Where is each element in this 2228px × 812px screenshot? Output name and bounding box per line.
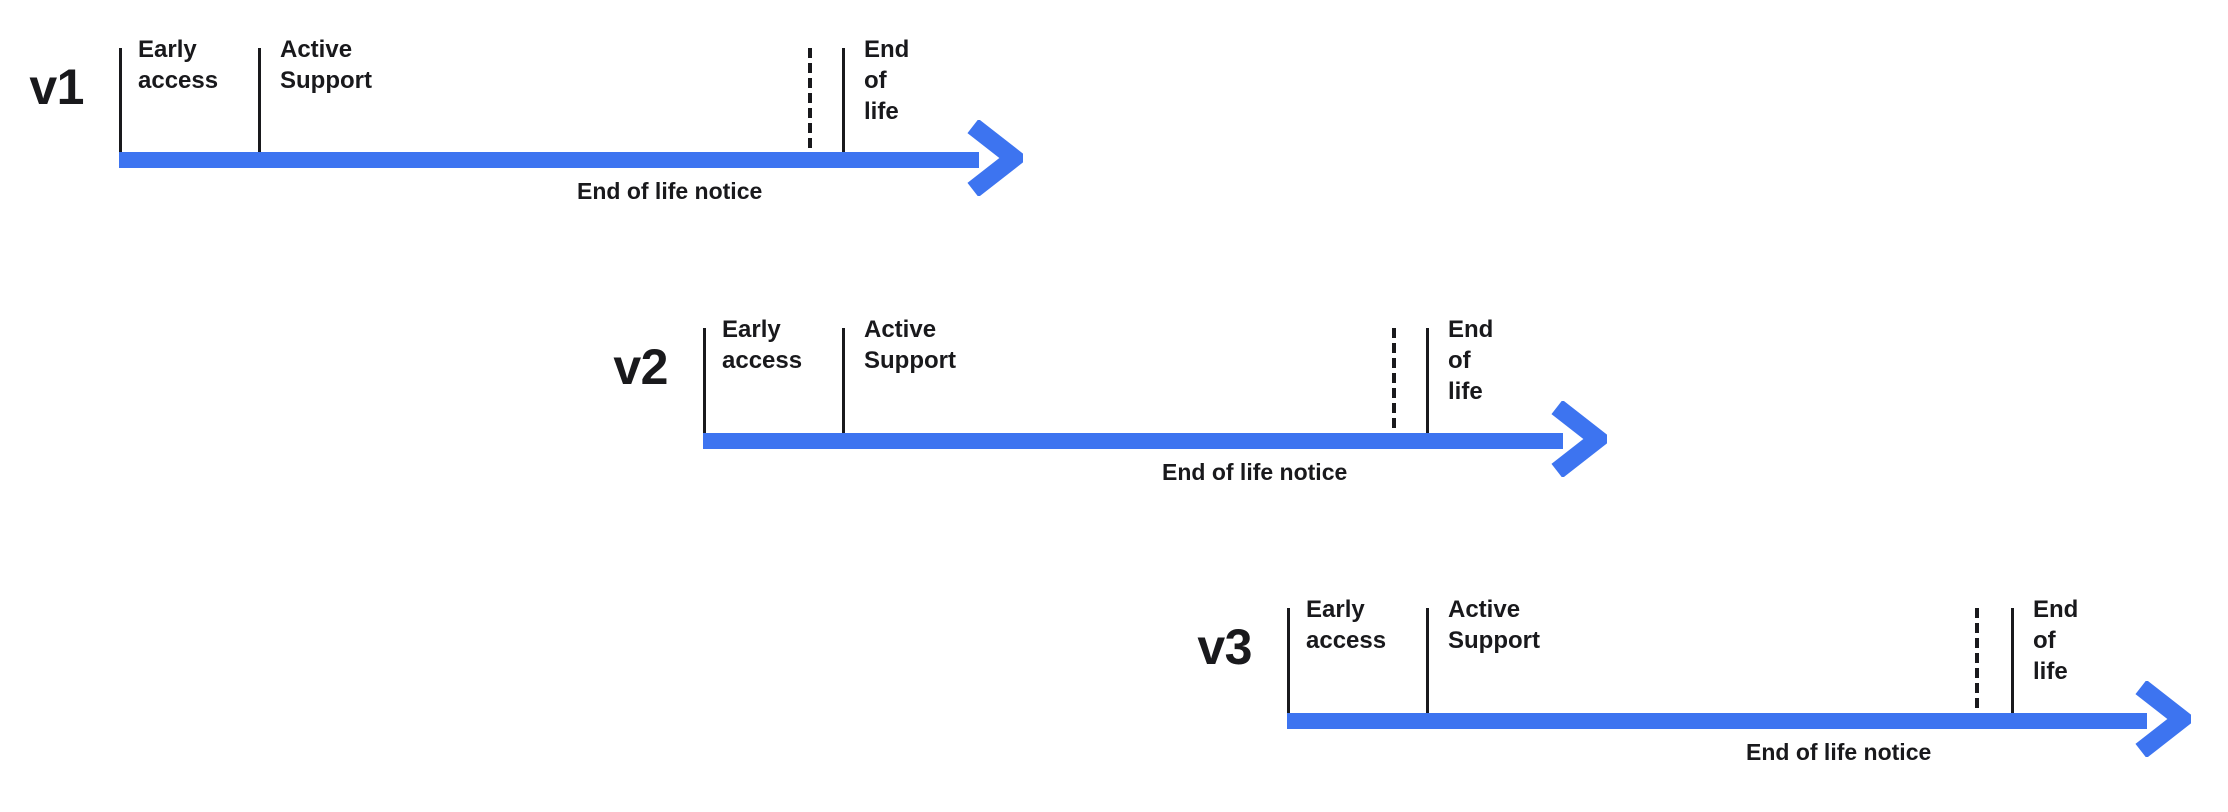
version-label-v1: v1 [29,59,84,115]
phase-divider-start-v3 [1287,608,1290,713]
phase-label-active-support-v2: Active Support [864,316,956,374]
phase-label-end-of-life-v3: End of life [2033,596,2079,685]
timeline-arrow-head-v1 [967,120,1023,196]
phase-label-early-access-v2: Early access [722,316,803,374]
eol-notice-marker-v3 [1975,608,1979,713]
phase-label-early-access-v3: Early access [1306,596,1387,654]
eol-notice-marker-v2 [1392,328,1396,433]
timeline-arrow-head-v2 [1551,401,1607,477]
phase-label-active-support-v3: Active Support [1448,596,1540,654]
phase-divider-active-support-v2 [842,328,845,433]
phase-label-active-support-v1: Active Support [280,36,372,94]
eol-notice-marker-v1 [808,48,812,152]
phase-divider-start-v1 [119,48,122,152]
phase-label-end-of-life-v1: End of life [864,36,910,125]
phase-divider-start-v2 [703,328,706,433]
phase-divider-end-of-life-v2 [1426,328,1429,433]
version-label-v2: v2 [613,339,668,395]
phase-divider-end-of-life-v1 [842,48,845,152]
timeline-arrow-head-v3 [2135,681,2191,757]
timeline-bar-v2 [703,433,1563,449]
timeline-bar-v1 [119,152,979,168]
eol-notice-label-v2: End of life notice [1162,459,1348,485]
phase-divider-active-support-v3 [1426,608,1429,713]
eol-notice-label-v1: End of life notice [577,178,763,204]
timeline-bar-v3 [1287,713,2147,729]
version-label-v3: v3 [1197,619,1252,675]
phase-label-early-access-v1: Early access [138,36,219,94]
phase-label-end-of-life-v2: End of life [1448,316,1494,405]
eol-notice-label-v3: End of life notice [1746,739,1932,765]
phase-divider-active-support-v1 [258,48,261,152]
phase-divider-end-of-life-v3 [2011,608,2014,713]
